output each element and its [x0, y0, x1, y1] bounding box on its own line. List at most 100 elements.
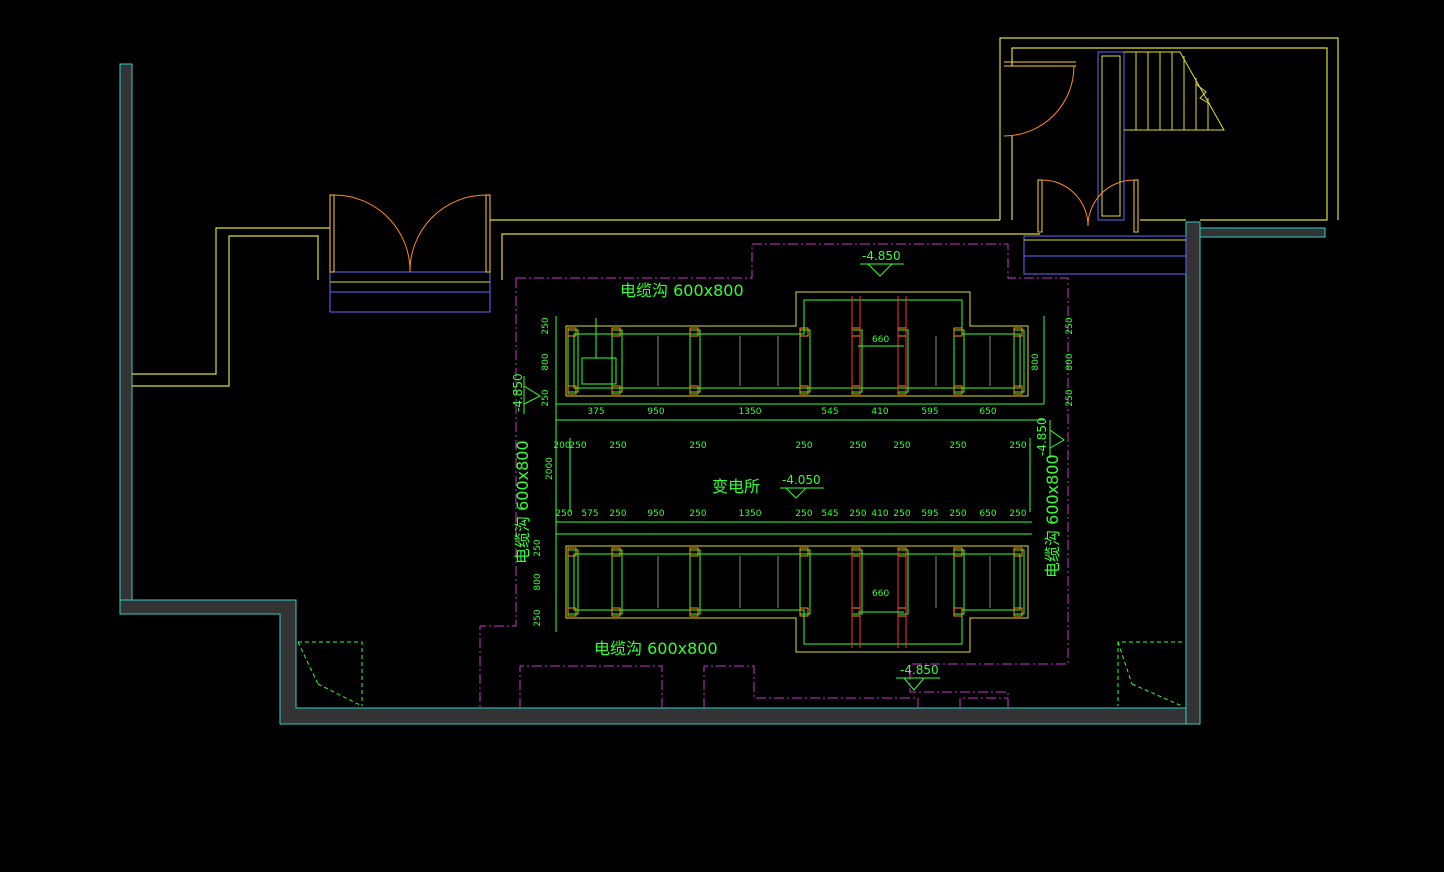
dimension-value: 595 — [921, 509, 938, 519]
level-triangle-icon — [1049, 420, 1065, 458]
column-pad — [567, 547, 577, 557]
column-pad — [1013, 607, 1023, 617]
foundation-frame — [565, 545, 1029, 653]
column-pad — [1013, 547, 1023, 557]
equipment-foundations — [565, 291, 1029, 653]
dimension-value: 1350 — [739, 407, 762, 417]
dimension-value: 800 — [533, 573, 543, 590]
inner-wall — [132, 37, 1339, 387]
beam — [953, 549, 965, 615]
trench-label-right: 电缆沟 600x800 — [1043, 454, 1062, 578]
left-mid-dim: 2000 — [545, 457, 555, 480]
beam — [1013, 549, 1025, 615]
room-name: 变电所 — [712, 477, 760, 496]
column-pad — [567, 327, 577, 337]
dimension-value: 250 — [893, 509, 910, 519]
beam — [799, 549, 811, 615]
trench-label-top: 电缆沟 600x800 — [620, 281, 744, 300]
column-pad — [799, 385, 809, 395]
dimension-value: 250 — [849, 509, 866, 519]
beam — [567, 549, 579, 615]
dimension-value: 250 — [533, 539, 543, 556]
dimension-value: 575 — [581, 509, 598, 519]
dimension-value: 250 — [949, 441, 966, 451]
beam — [689, 329, 701, 393]
level-markers — [523, 263, 1065, 691]
room-level: -4.050 — [782, 473, 821, 487]
stair-room — [1003, 51, 1225, 275]
column-pad — [897, 385, 907, 395]
column-pad — [953, 607, 963, 617]
trench-label-bottom: 电缆沟 600x800 — [594, 639, 718, 658]
corner-hatch — [297, 641, 1183, 707]
frame-inner — [573, 553, 1021, 645]
dimension-value: 250 — [1065, 389, 1075, 406]
door-swing-icon — [1041, 179, 1089, 227]
dimension-value: 250 — [533, 609, 543, 626]
column-pad — [851, 385, 861, 395]
entry-double-door — [329, 194, 491, 313]
dimension-value: 250 — [795, 509, 812, 519]
door-swing-icon — [333, 194, 411, 273]
trench-label-left: 电缆沟 600x800 — [513, 440, 532, 564]
dimension-value: 950 — [647, 509, 664, 519]
dimension-lines — [555, 316, 1045, 632]
dimension-value: 250 — [541, 317, 551, 334]
foundation-frame — [565, 291, 1029, 397]
frame-inner — [573, 299, 1021, 389]
dimension-value: 250 — [795, 441, 812, 451]
beam — [567, 329, 579, 393]
column-pad — [897, 327, 907, 337]
column-pad — [611, 607, 621, 617]
beam — [799, 329, 811, 393]
labels: 电缆沟 600x800 电缆沟 600x800 电缆沟 600x800 电缆沟 … — [511, 249, 1062, 677]
level-bottom-label: -4.850 — [900, 663, 939, 677]
column-pad — [689, 327, 699, 337]
level-top-label: -4.850 — [862, 249, 901, 263]
beam — [611, 549, 623, 615]
door-swing-icon — [409, 194, 487, 273]
dimension-value: 250 — [555, 509, 572, 519]
level-triangle-icon — [896, 677, 940, 691]
level-triangle-icon — [860, 263, 904, 277]
dimension-value: 250 — [1065, 317, 1075, 334]
dimension-value: 250 — [569, 441, 586, 451]
column-pad — [611, 385, 621, 395]
dimension-value: 800 — [1065, 353, 1075, 370]
column-pad — [799, 607, 809, 617]
gap-660-bottom: 660 — [872, 589, 889, 599]
beam — [689, 549, 701, 615]
dimension-value: 545 — [821, 407, 838, 417]
dimension-value: 250 — [689, 509, 706, 519]
dimension-value: 410 — [871, 407, 888, 417]
dimension-value: 250 — [849, 441, 866, 451]
dimension-value: 650 — [979, 407, 996, 417]
column-pad — [953, 385, 963, 395]
column-pad — [851, 327, 861, 337]
dimension-value: 250 — [1009, 441, 1026, 451]
stair-arrow-icon — [1195, 83, 1211, 105]
column-pad — [567, 385, 577, 395]
column-pad — [567, 607, 577, 617]
frame-outline — [565, 291, 1029, 397]
column-pad — [851, 547, 861, 557]
column-pad — [611, 327, 621, 337]
beam — [1013, 329, 1025, 393]
column-pad — [1013, 385, 1023, 395]
beam — [611, 329, 623, 393]
column-pad — [611, 547, 621, 557]
gap-660-top: 660 — [872, 335, 889, 345]
dimension-value: 250 — [609, 509, 626, 519]
column-pad — [689, 547, 699, 557]
level-triangle-icon — [780, 487, 824, 499]
dimension-value: 800 — [541, 353, 551, 370]
column-pad — [1013, 327, 1023, 337]
dimension-value: 250 — [1009, 509, 1026, 519]
dimension-value: 800 — [1031, 353, 1041, 370]
dimension-value: 950 — [647, 407, 664, 417]
room-boundary — [479, 243, 1069, 708]
beam — [953, 329, 965, 393]
dimension-value: 650 — [979, 509, 996, 519]
